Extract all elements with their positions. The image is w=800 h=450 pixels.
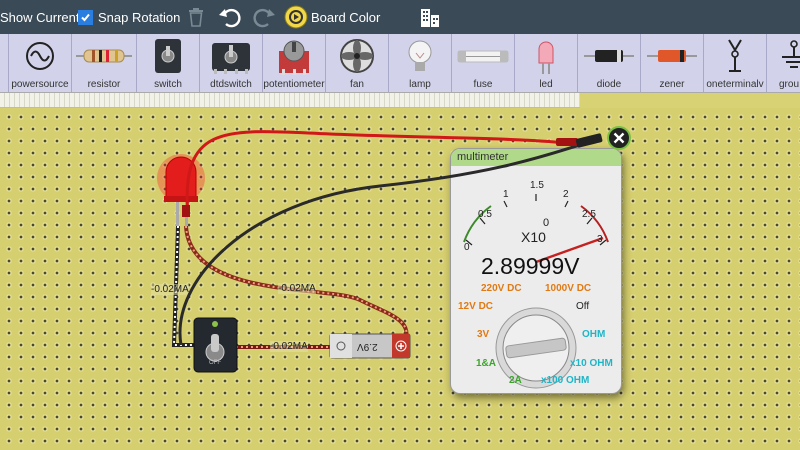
palette-item-label: oneterminalv <box>706 79 764 90</box>
snap-rotation-option[interactable]: Snap Rotation <box>78 0 180 34</box>
switch-icon <box>155 39 181 73</box>
delete-button[interactable] <box>187 0 205 34</box>
ac-source-icon <box>26 42 54 70</box>
palette-item-label: grou <box>779 79 800 90</box>
range-3v[interactable]: 3V <box>477 329 490 340</box>
breadboard[interactable] <box>0 108 800 450</box>
multimeter[interactable]: multimeter 0 0.5 1 1.5 2 2.5 3 X10 0 2.8… <box>450 148 622 394</box>
led-component[interactable] <box>164 156 198 226</box>
range-x10-ohm[interactable]: x10 OHM <box>570 358 613 369</box>
palette-icon <box>284 5 308 29</box>
range-12v-dc[interactable]: 12V DC <box>458 301 494 312</box>
palette-item-label: powersource <box>11 79 69 90</box>
palette-item-label: diode <box>596 79 622 90</box>
show-current-label: Show Current <box>0 9 80 25</box>
snap-rotation-checkbox[interactable] <box>78 9 93 25</box>
trash-icon <box>189 8 203 27</box>
palette-item-ground[interactable]: grou <box>767 34 800 92</box>
palette-item-label: led <box>539 79 553 90</box>
multimeter-reading: 2.89999V <box>481 253 580 279</box>
palette-item-label: switch <box>154 79 182 90</box>
scale-label: 1.5 <box>530 180 544 191</box>
palette-item-diode[interactable]: diode <box>578 34 641 92</box>
buildings-icon <box>421 9 439 27</box>
palette-item-powersource[interactable]: powersource <box>9 34 72 92</box>
palette-item-oneterminalv[interactable]: oneterminalv <box>704 34 767 92</box>
current-label: -0.02MA <box>270 341 308 352</box>
redo-icon <box>253 8 275 28</box>
range-1000v-dc[interactable]: 1000V DC <box>545 283 592 294</box>
palette-item-label: zener <box>659 79 685 90</box>
multimeter-close-button[interactable] <box>607 126 631 150</box>
one-terminal-icon <box>728 39 742 72</box>
multimeter-title: multimeter <box>451 149 621 166</box>
resistor-icon <box>76 49 132 63</box>
diode-icon <box>584 50 634 62</box>
range-220v-dc[interactable]: 220V DC <box>481 283 522 294</box>
scale-label: 3 <box>597 234 603 245</box>
scale-label: 2.5 <box>582 209 596 220</box>
top-toolbar: Show Current Snap Rotation Board Color <box>0 0 800 34</box>
buildings-button[interactable] <box>418 0 442 34</box>
range-ohm[interactable]: OHM <box>582 329 606 340</box>
palette-item-label: fuse <box>473 79 493 90</box>
current-label: -0.02MA <box>278 283 316 294</box>
show-current-option[interactable]: Show Current <box>0 0 79 34</box>
scale-label: 1 <box>503 189 509 200</box>
palette-item-led[interactable]: led <box>515 34 578 92</box>
fuse-icon <box>457 50 509 63</box>
palette-item-partial[interactable] <box>0 34 9 92</box>
scale-label: 2 <box>563 189 569 200</box>
lamp-icon <box>408 40 432 71</box>
component-palette: powersource resistor switch dtdswitch po… <box>0 34 800 93</box>
redo-button[interactable] <box>252 0 276 34</box>
palette-item-label: potentiometer <box>263 79 325 90</box>
board-color-label: Board Color <box>311 9 381 25</box>
undo-button[interactable] <box>218 0 242 34</box>
range-x100-ohm[interactable]: x100 OHM <box>541 375 590 386</box>
palette-item-label: resistor <box>87 79 121 90</box>
current-label: -0.02MA <box>151 284 189 295</box>
palette-item-label: dtdswitch <box>210 79 252 90</box>
switch-state-label: OFF <box>209 360 221 366</box>
fan-icon <box>340 39 374 73</box>
ground-icon <box>782 40 800 68</box>
snap-rotation-label: Snap Rotation <box>98 9 181 25</box>
range-off[interactable]: Off <box>576 301 590 312</box>
board-color-button[interactable]: Board Color <box>284 0 380 34</box>
palette-item-zener[interactable]: zener <box>641 34 704 92</box>
undo-icon <box>219 8 241 28</box>
palette-scrollbar[interactable] <box>0 93 580 108</box>
range-2a[interactable]: 2A <box>509 375 522 386</box>
led-icon <box>538 41 554 74</box>
range-1a[interactable]: 1&A <box>476 358 497 369</box>
palette-item-resistor[interactable]: resistor <box>72 34 137 92</box>
multiplier-label: X10 <box>521 229 546 245</box>
palette-item-fuse[interactable]: fuse <box>452 34 515 92</box>
palette-item-label: fan <box>350 79 364 90</box>
palette-item-label: lamp <box>409 79 431 90</box>
palette-item-switch[interactable]: switch <box>137 34 200 92</box>
palette-item-potentiometer[interactable]: potentiometer <box>263 34 326 92</box>
scale-label: 0 <box>464 242 470 253</box>
scale-label: 0.5 <box>478 209 492 220</box>
palette-item-lamp[interactable]: lamp <box>389 34 452 92</box>
battery-voltage-label: 2.9V <box>357 341 378 352</box>
close-icon <box>607 126 631 150</box>
palette-item-fan[interactable]: fan <box>326 34 389 92</box>
potentiometer-icon <box>279 40 309 75</box>
zener-icon <box>647 50 697 62</box>
palette-item-dtdswitch[interactable]: dtdswitch <box>200 34 263 92</box>
zero-label: 0 <box>543 217 550 229</box>
dtd-switch-icon <box>212 43 250 74</box>
